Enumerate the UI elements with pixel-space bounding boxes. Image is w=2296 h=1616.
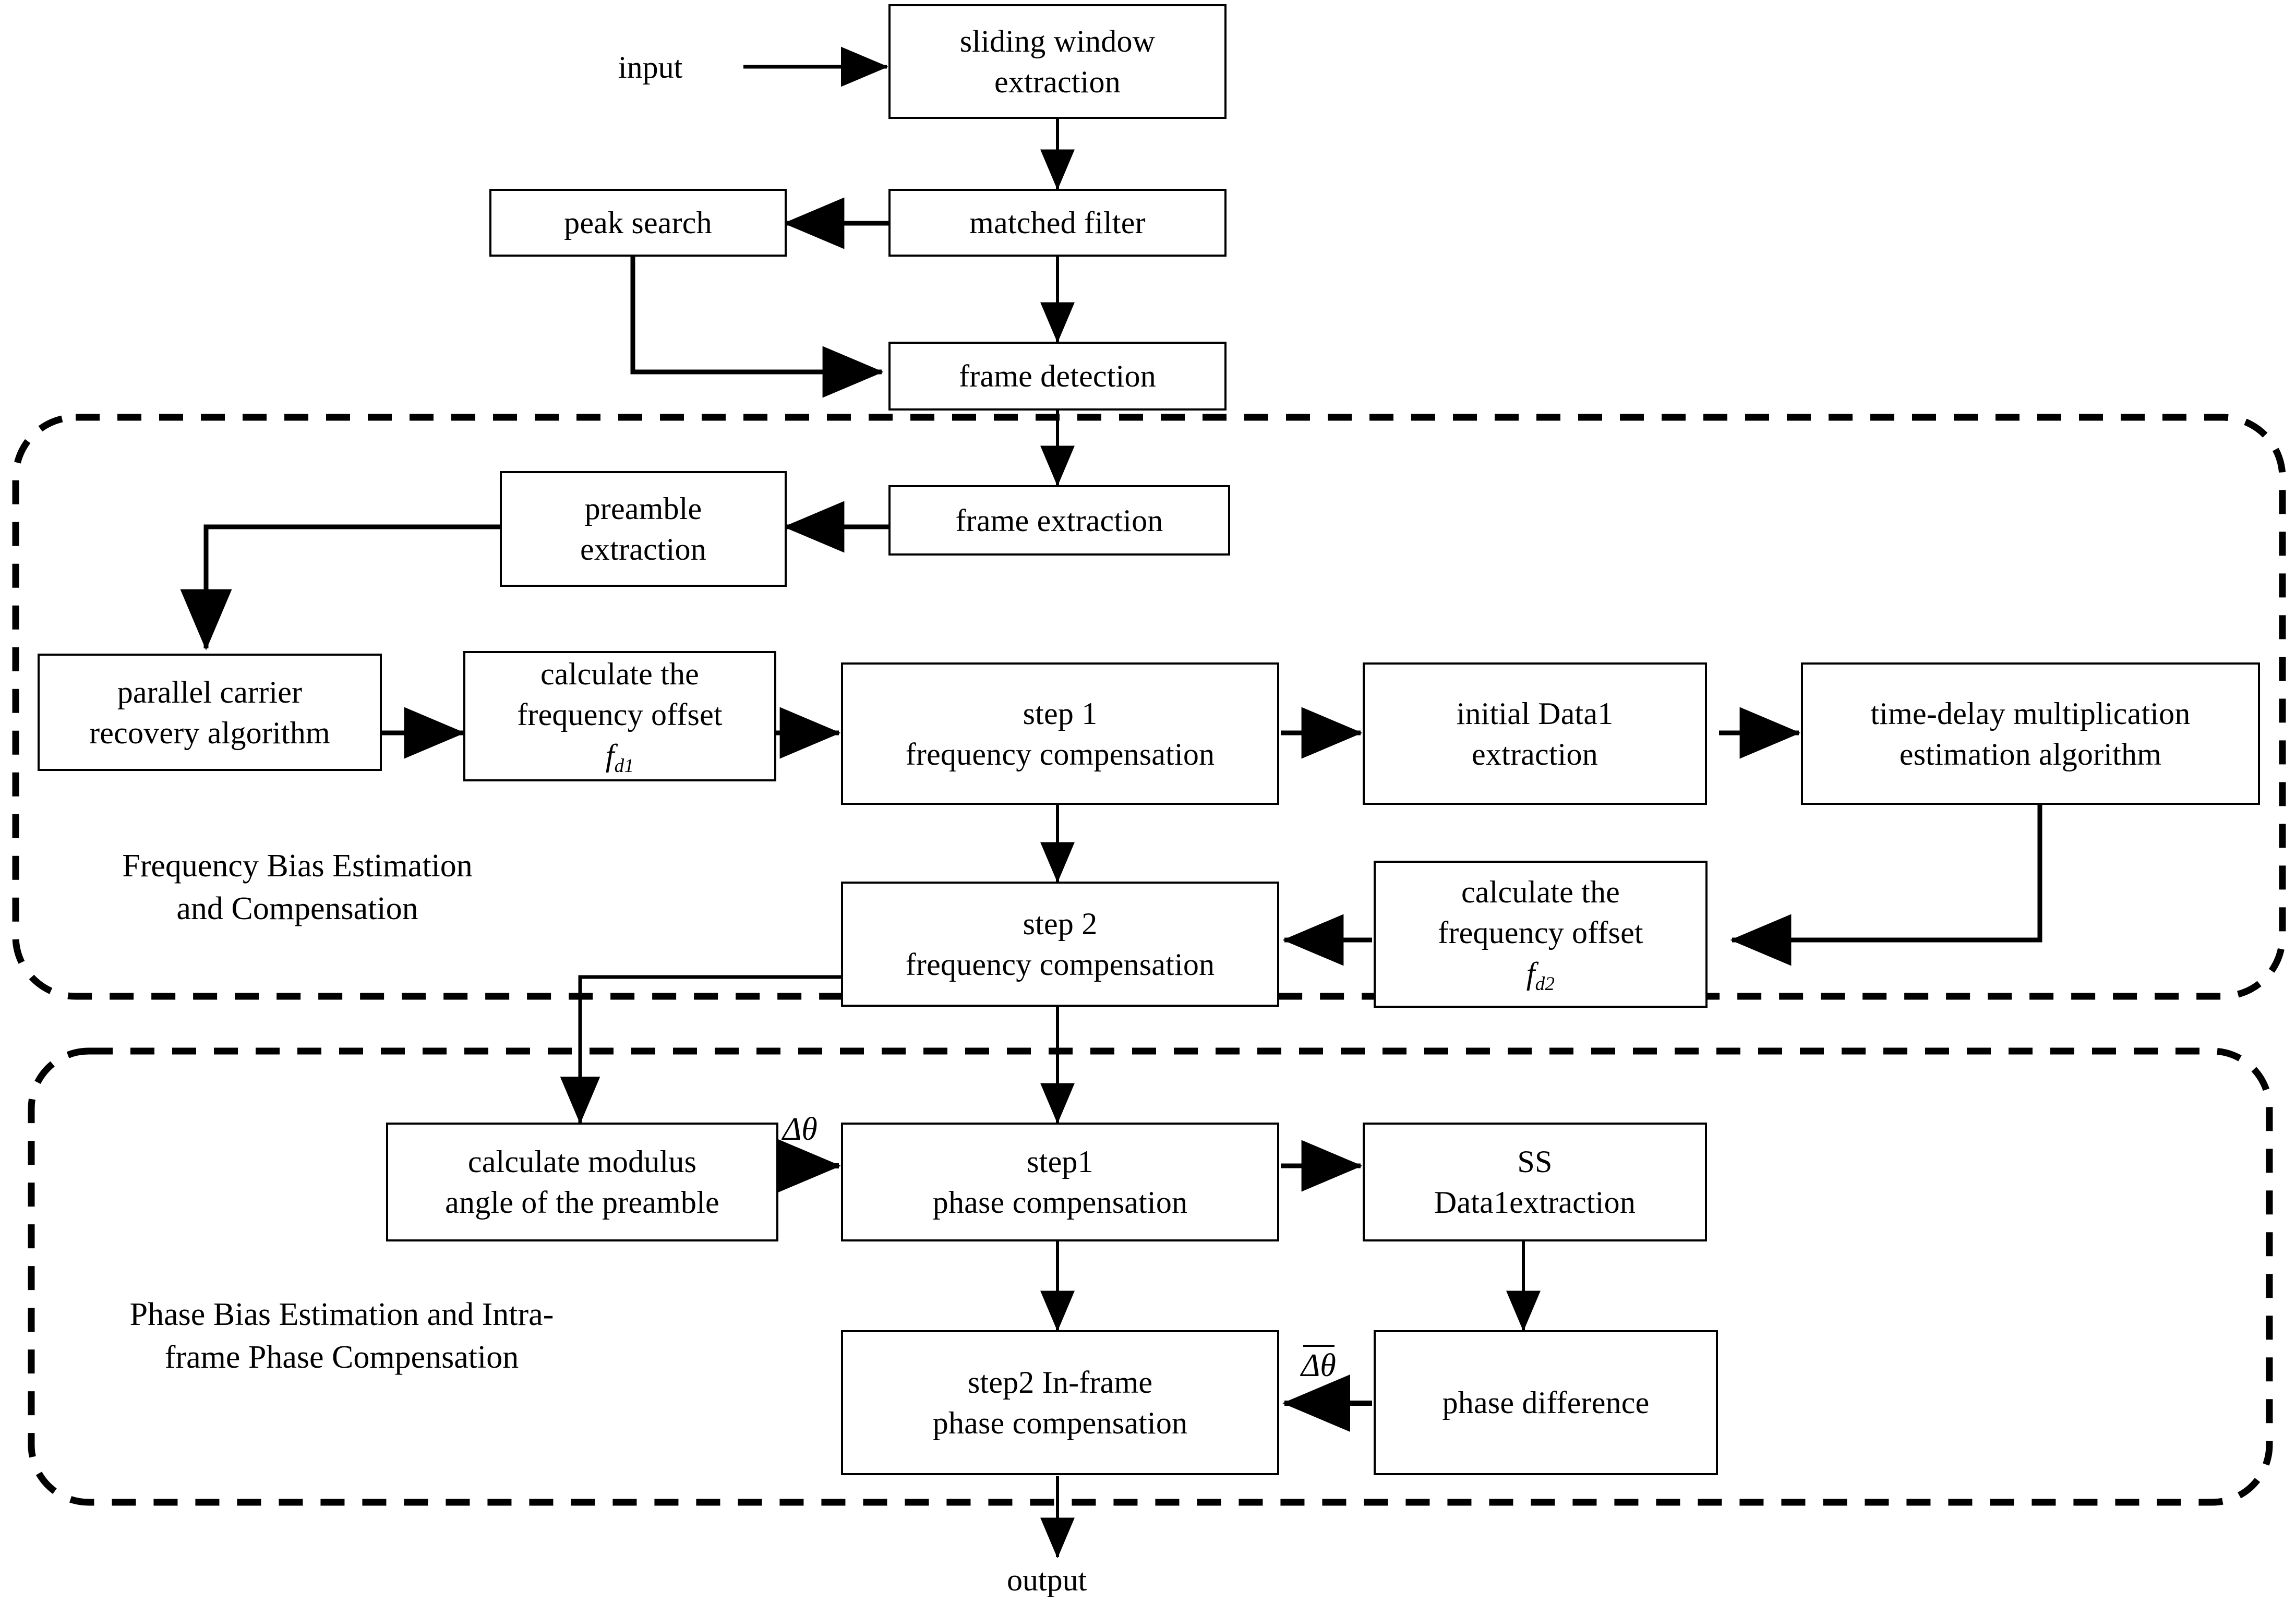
node-step2-frequency-compensation[interactable]: step 2 frequency compensation [841,882,1279,1007]
node-peak-search[interactable]: peak search [489,189,787,257]
node-preamble-extraction[interactable]: preamble extraction [500,471,787,587]
step2-freq-line2: frequency compensation [905,947,1215,982]
node-initial-data1-extraction[interactable]: initial Data1 extraction [1363,662,1707,805]
node-calculate-modulus-angle-of-preamble[interactable]: calculate modulus angle of the preamble [386,1123,778,1241]
node-phase-difference[interactable]: phase difference [1374,1330,1718,1475]
fd2-symbol: f [1526,956,1535,991]
calculate-modulus-line1: calculate modulus [467,1144,697,1179]
parallel-carrier-line2: recovery algorithm [89,715,330,750]
delta-theta-label: Δθ [783,1111,818,1148]
frequency-group-label-line1: Frequency Bias Estimation [122,848,473,884]
calc-fd1-symbol: fd1 [517,735,723,779]
node-ss-data1-extraction[interactable]: SS Data1extraction [1363,1123,1707,1241]
delta-theta-text: Δθ [783,1112,818,1147]
node-calculate-frequency-offset-fd2[interactable]: calculate the frequency offset fd2 [1374,861,1708,1008]
node-parallel-carrier-recovery-algorithm[interactable]: parallel carrier recovery algorithm [38,654,382,771]
sliding-window-extraction-line1: sliding window [959,24,1156,58]
preamble-extraction-line2: extraction [580,532,706,566]
phase-group-label-line2: frame Phase Compensation [164,1339,519,1375]
fd1-symbol: f [605,738,615,773]
delta-theta-bar-label: Δθ [1301,1345,1336,1384]
phase-difference-line1: phase difference [1442,1385,1650,1420]
frame-detection-line1: frame detection [959,359,1156,393]
step2-inframe-line2: phase compensation [932,1406,1188,1440]
time-delay-line2: estimation algorithm [1899,737,2162,771]
node-time-delay-multiplication-estimation-algorithm[interactable]: time-delay multiplication estimation alg… [1801,662,2260,805]
calc-fd2-line1: calculate the [1461,874,1620,909]
calc-fd2-symbol: fd2 [1438,953,1643,997]
parallel-carrier-line1: parallel carrier [117,674,303,709]
frame-extraction-line1: frame extraction [955,503,1163,538]
input-label: input [618,50,683,85]
ss-data1-line2: Data1extraction [1434,1185,1636,1220]
calc-fd1-line2: frequency offset [517,697,723,732]
time-delay-line1: time-delay multiplication [1870,696,2191,731]
initial-data1-line2: extraction [1472,737,1598,771]
frequency-group-label: Frequency Bias Estimation and Compensati… [21,845,574,931]
phase-group-container [28,1047,2273,1506]
step1-freq-line2: frequency compensation [905,737,1215,771]
edge-step2-freq-to-calculate-modulus [560,975,841,1124]
node-step1-phase-compensation[interactable]: step1 phase compensation [841,1123,1279,1241]
node-step1-frequency-compensation[interactable]: step 1 frequency compensation [841,662,1279,805]
node-frame-extraction[interactable]: frame extraction [888,485,1230,556]
step2-freq-line1: step 2 [1023,907,1098,941]
peak-search-line1: peak search [564,206,712,240]
frequency-group-label-line2: and Compensation [176,890,418,926]
phase-group-label: Phase Bias Estimation and Intra- frame P… [57,1294,626,1379]
node-frame-detection[interactable]: frame detection [888,342,1227,411]
edge-time-delay-to-calc-fd2 [1730,805,2042,966]
edge-preamble-to-parallel-carrier [180,524,502,650]
fd2-subscript: d2 [1535,973,1555,995]
delta-theta-bar-text: Δθ [1301,1345,1336,1383]
preamble-extraction-line1: preamble [584,491,702,526]
step1-freq-line1: step 1 [1023,696,1098,731]
fd1-subscript: d1 [614,755,634,777]
node-matched-filter[interactable]: matched filter [888,189,1227,257]
output-label: output [1007,1563,1087,1597]
node-calculate-frequency-offset-fd1[interactable]: calculate the frequency offset fd1 [463,651,776,781]
calculate-modulus-line2: angle of the preamble [445,1185,719,1220]
node-sliding-window-extraction[interactable]: sliding window extraction [888,4,1227,119]
initial-data1-line1: initial Data1 [1456,696,1614,731]
edge-peak-search-to-frame-detection [630,257,884,398]
ss-data1-line1: SS [1517,1144,1553,1179]
phase-group-label-line1: Phase Bias Estimation and Intra- [129,1297,554,1332]
calc-fd2-line2: frequency offset [1438,915,1643,950]
matched-filter-line1: matched filter [969,206,1146,240]
step1-phase-line2: phase compensation [932,1185,1188,1220]
step2-inframe-line1: step2 In-frame [967,1365,1153,1400]
calc-fd1-line1: calculate the [540,656,700,691]
step1-phase-line1: step1 [1027,1144,1093,1179]
sliding-window-extraction-line2: extraction [994,65,1121,99]
node-step2-inframe-phase-compensation[interactable]: step2 In-frame phase compensation [841,1330,1279,1475]
frequency-group-container [12,414,2286,1000]
